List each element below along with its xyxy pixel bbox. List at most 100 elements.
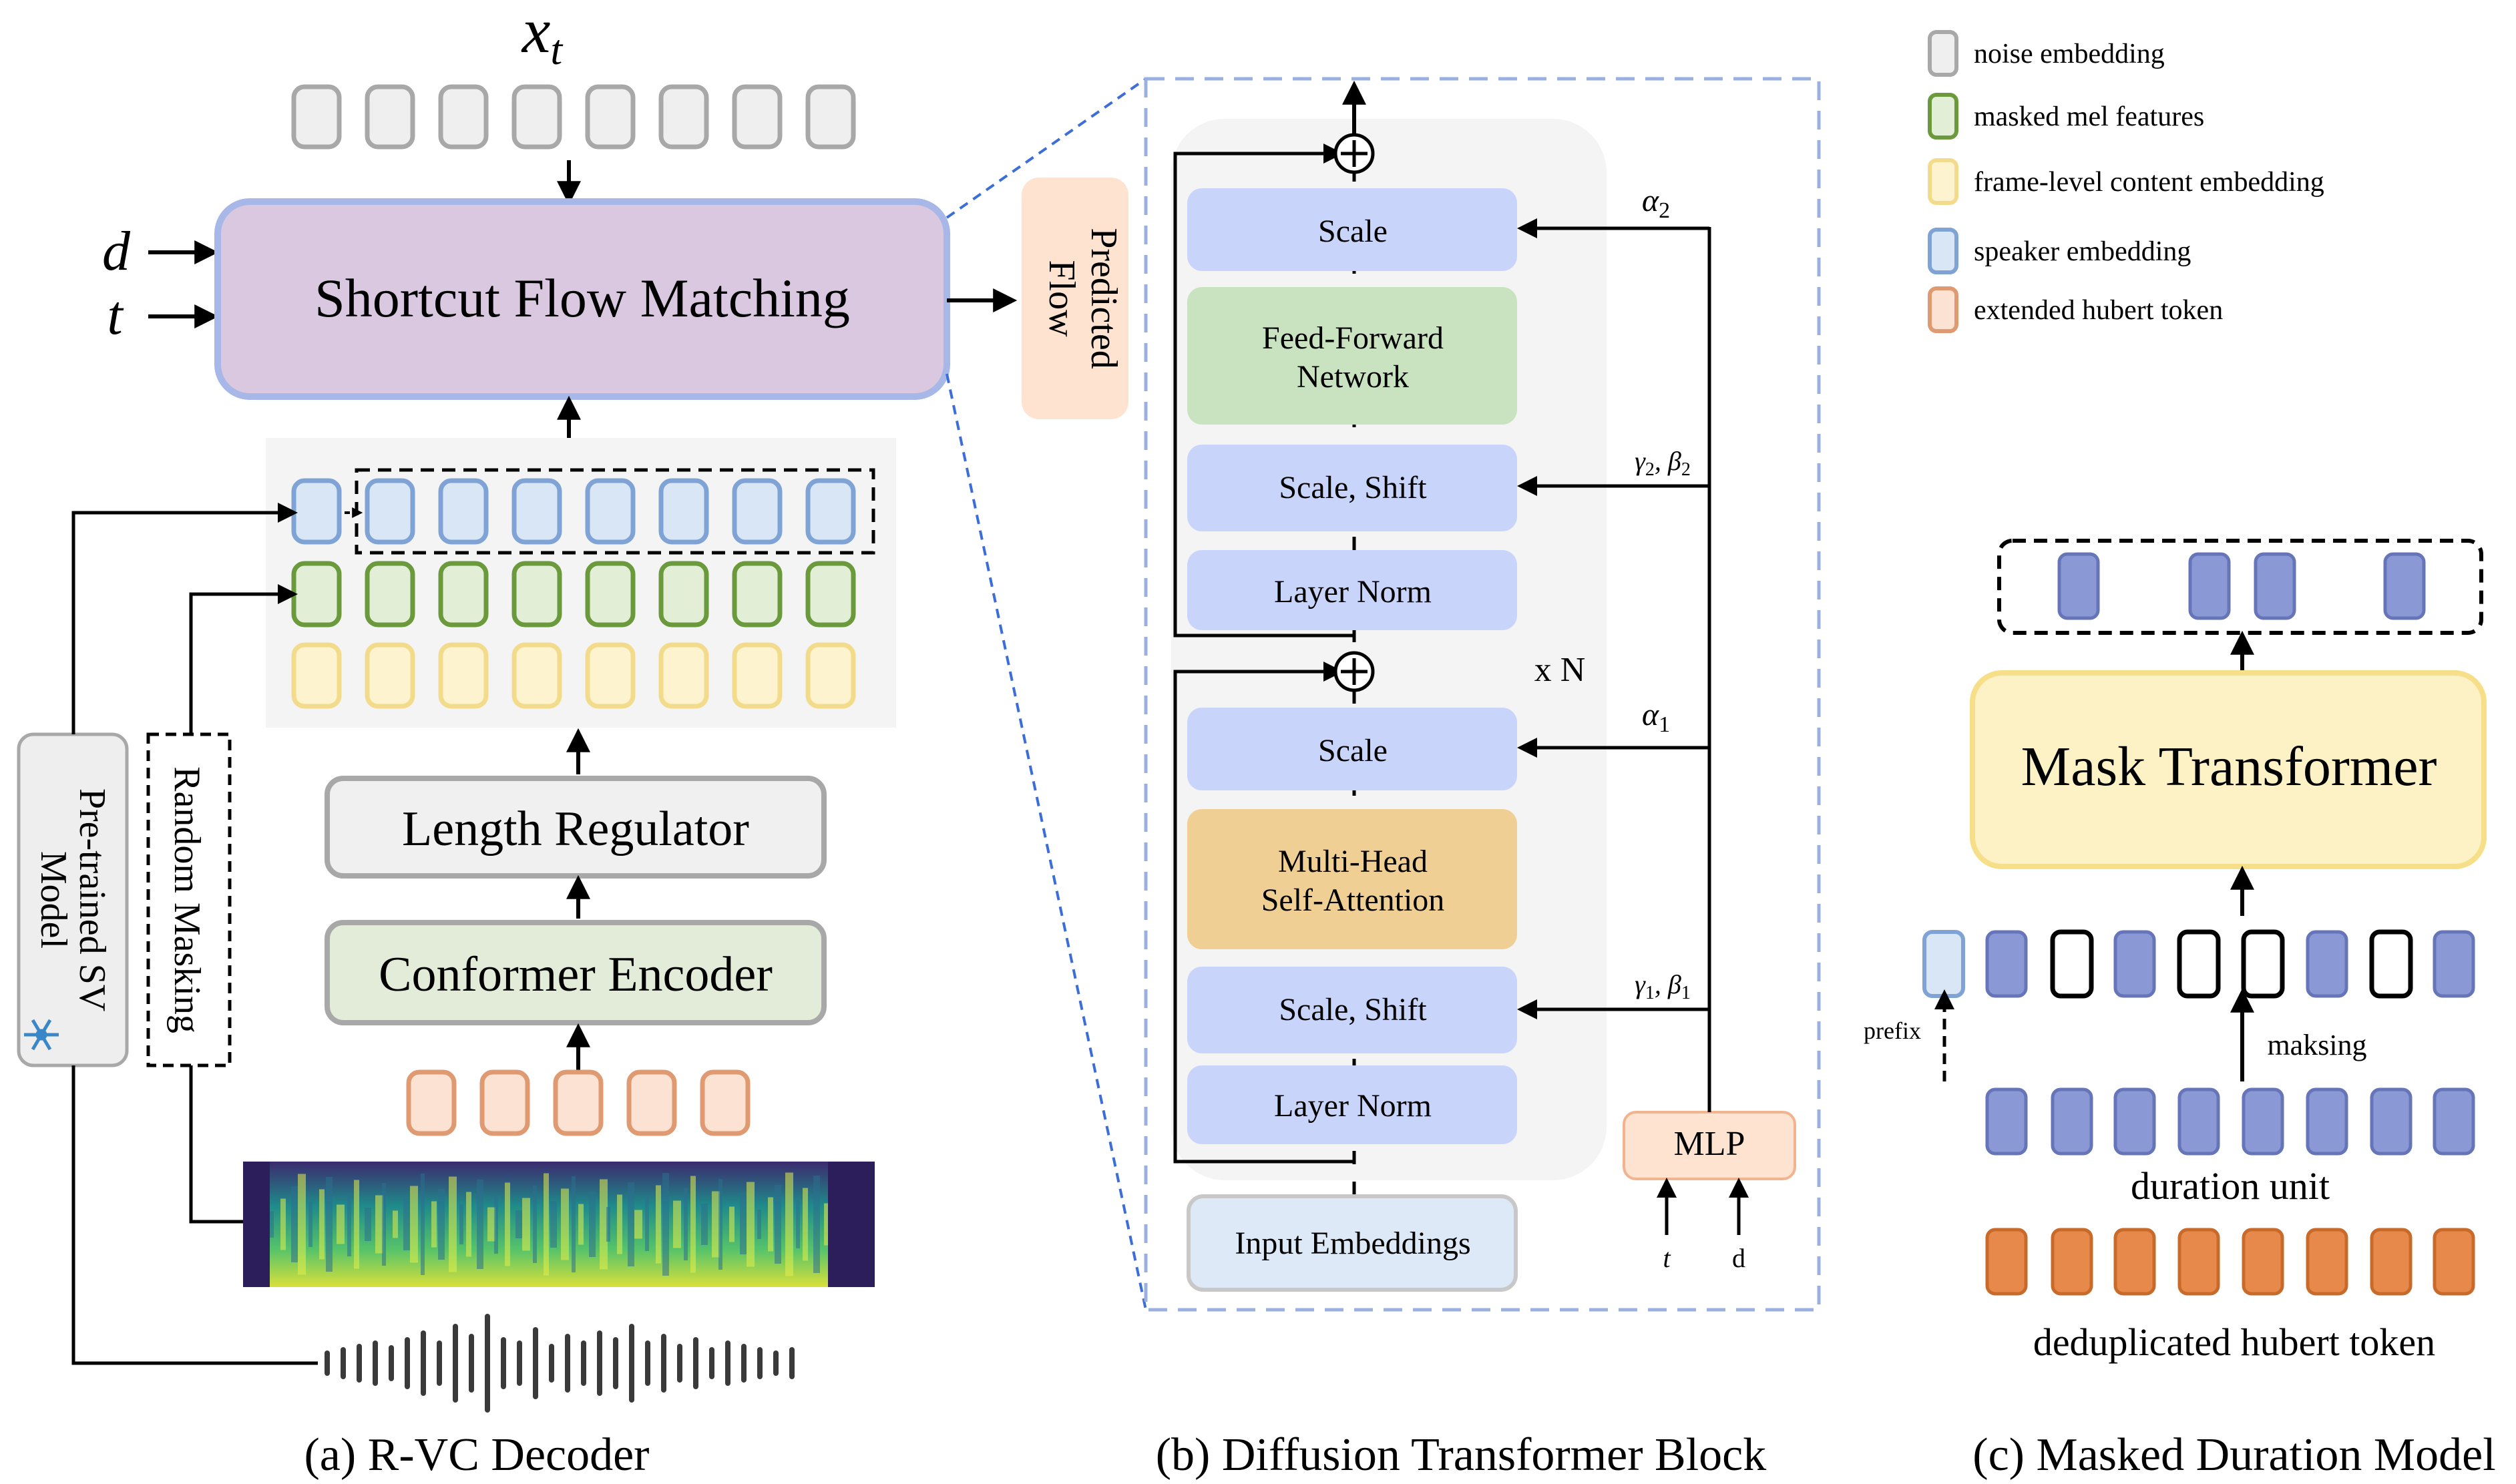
speaker-embedding-token: [291, 478, 342, 545]
dedup-hubert-token: [2051, 1228, 2093, 1296]
layer-norm-bottom-label: Layer Norm: [1274, 1088, 1432, 1124]
legend-swatch: [1928, 228, 1958, 274]
spectrogram-stripe: [813, 1176, 820, 1273]
masked-mel-token: [291, 561, 342, 628]
duration-unit-token: [2242, 1087, 2284, 1156]
spectrogram-stripe: [768, 1197, 773, 1252]
spectrogram-stripe: [487, 1207, 495, 1242]
duration-unit-token: [2177, 1087, 2220, 1156]
spectrogram-stripe: [803, 1188, 808, 1261]
legend-label: masked mel features: [1974, 101, 2204, 132]
hubert-token: [700, 1069, 751, 1136]
spectrogram-stripe: [561, 1188, 569, 1260]
spectrogram-stripe: [785, 1172, 793, 1276]
input-embeddings-box: [1187, 1194, 1518, 1292]
masked-mel-token: [585, 561, 636, 628]
embedding-grid-background: [266, 438, 896, 728]
xn-label: x N: [1534, 651, 1586, 689]
dedup-hubert-token: [2433, 1228, 2475, 1296]
masked-mel-token: [511, 561, 562, 628]
duration-unit-row: [1985, 1087, 2475, 1156]
spectrogram-stripe: [712, 1191, 720, 1258]
alpha2-label: α2: [1642, 183, 1670, 223]
dedup-hubert-token: [1985, 1228, 2028, 1296]
legend-label: extended hubert token: [1974, 295, 2223, 326]
speaker-embedding-token: [511, 478, 562, 545]
spectrogram-stripe: [747, 1182, 755, 1267]
output-duration-token: [2383, 552, 2426, 620]
spectrogram-stripe: [550, 1201, 557, 1248]
dedup-hubert-row: [1985, 1228, 2475, 1296]
masked-duration-token: [2433, 930, 2475, 998]
noise-embedding-token: [438, 84, 489, 150]
masked-mel-token: [438, 561, 489, 628]
gamma-beta2-label: γ2, β2: [1635, 446, 1691, 480]
speaker-embedding-token: [438, 478, 489, 545]
mlp-d-label: d: [1732, 1243, 1745, 1273]
line-sv-to-speaker: [71, 503, 298, 734]
dedup-hubert-token: [2306, 1228, 2348, 1296]
content-embedding-token: [365, 642, 415, 709]
content-embedding-token: [511, 642, 562, 709]
spectrogram-stripe: [544, 1173, 549, 1276]
output-duration-token: [2188, 552, 2231, 620]
spectrogram-stripe: [431, 1201, 437, 1248]
prefix-speaker-token: [1922, 930, 1965, 998]
spectrogram-stripe: [757, 1210, 761, 1239]
spectrogram-stripe: [291, 1186, 298, 1262]
mhsa-box: [1187, 809, 1517, 949]
plus-circle-bottom: [1333, 651, 1375, 692]
ffn-box: [1187, 287, 1517, 425]
input-embeddings-label: Input Embeddings: [1235, 1226, 1470, 1261]
masked-duration-row: [1922, 929, 2475, 999]
duration-unit-token: [2113, 1087, 2156, 1156]
spectrogram-stripe: [393, 1210, 398, 1238]
legend-swatch: [1928, 158, 1958, 205]
spectrogram-stripe: [729, 1206, 735, 1242]
noise-embedding-token: [365, 84, 415, 150]
legend-label: speaker embedding: [1974, 236, 2191, 267]
masked-mel-token: [732, 561, 783, 628]
masked-mel-token: [658, 561, 709, 628]
spectrogram-stripe: [690, 1176, 696, 1273]
noise-embedding-row: [291, 84, 856, 150]
output-duration-token: [2254, 552, 2296, 620]
spectrogram-stripe: [600, 1179, 608, 1270]
scale-shift-bottom-box: [1187, 967, 1517, 1053]
line-spec-to-masking: [189, 1065, 243, 1224]
spectrogram-stripe: [459, 1204, 463, 1244]
output-dashed-box: [1997, 539, 2483, 635]
ffn-line1: Feed-Forward: [1262, 320, 1444, 356]
layer-norm-top-label: Layer Norm: [1274, 574, 1432, 609]
speaker-embedding-token: [658, 478, 709, 545]
spectrogram-stripe: [438, 1189, 445, 1260]
duration-unit-token: [2370, 1087, 2413, 1156]
conformer-encoder-label: Conformer Encoder: [379, 947, 773, 1002]
caption-panel-b: (b) Diffusion Transformer Block: [1156, 1429, 1766, 1481]
spectrogram-stripe: [382, 1183, 386, 1266]
spectrogram-stripe: [662, 1173, 669, 1276]
alpha1-label: α1: [1642, 697, 1670, 737]
spectrogram-stripe: [533, 1186, 537, 1263]
mhsa-line2: Self-Attention: [1261, 883, 1445, 918]
mlp-t-label: t: [1663, 1243, 1671, 1273]
spectrogram-stripe: [354, 1180, 359, 1269]
duration-unit-token: [2433, 1087, 2475, 1156]
t-input-label: t: [107, 284, 124, 346]
spectrogram-stripe: [308, 1202, 312, 1247]
layer-norm-top-box: [1187, 550, 1517, 630]
d-input-label: d: [102, 220, 131, 282]
spectrogram-stripe: [505, 1182, 510, 1266]
spectrogram-stripe: [375, 1195, 383, 1254]
legend-swatch: [1928, 93, 1958, 140]
layer-norm-bottom-box: [1187, 1065, 1517, 1144]
content-embedding-token: [732, 642, 783, 709]
shortcut-flow-matching-label: Shortcut Flow Matching: [314, 268, 850, 328]
scale-shift-bottom-label: Scale, Shift: [1279, 992, 1427, 1027]
scale-bottom-label: Scale: [1318, 733, 1388, 768]
mask-transformer-label: Mask Transformer: [2021, 736, 2437, 798]
caption-panel-c: (c) Masked Duration Model: [1972, 1429, 2495, 1481]
zoom-line-bottom: [946, 373, 1147, 1310]
